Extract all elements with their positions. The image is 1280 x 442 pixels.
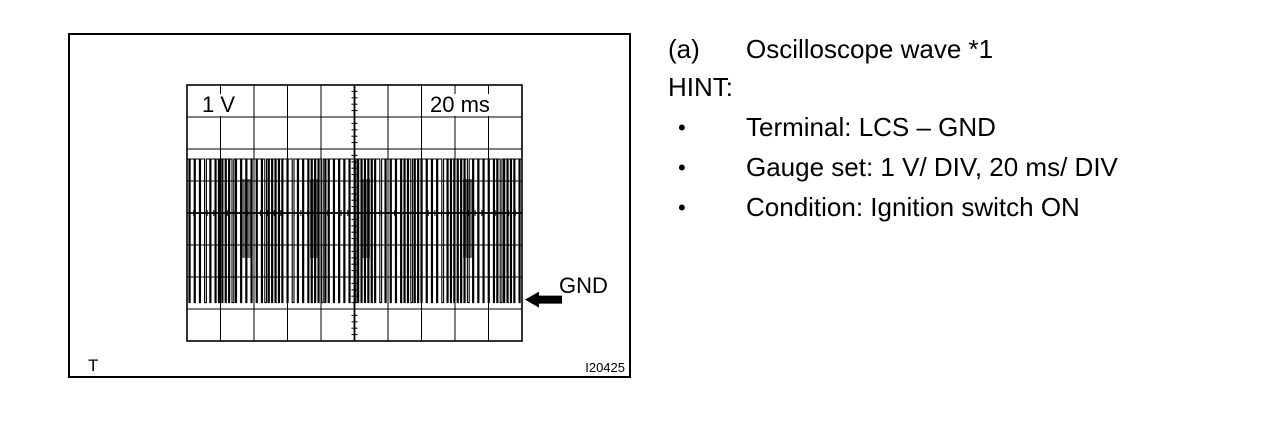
bullet-marker: • (678, 155, 686, 180)
waveform-burst (463, 179, 473, 258)
item-title: Oscilloscope wave *1 (746, 34, 994, 64)
bullet-condition: Condition: Ignition switch ON (746, 192, 1080, 222)
corner-label: T (88, 356, 99, 375)
gnd-label: GND (559, 273, 608, 298)
bullet-gauge-set: Gauge set: 1 V/ DIV, 20 ms/ DIV (746, 152, 1118, 182)
bullet-marker: • (678, 115, 686, 140)
waveform-trace (187, 158, 522, 304)
item-tag: (a) (668, 34, 700, 64)
waveform-burst (242, 179, 252, 258)
bullet-marker: • (678, 195, 686, 220)
bullet-terminal: Terminal: LCS – GND (746, 112, 996, 142)
figure-code: I20425 (585, 360, 625, 375)
waveform-burst (310, 179, 318, 258)
volts-per-div-label: 1 V (200, 92, 238, 117)
time-per-div-label: 20 ms (428, 92, 492, 117)
hint-label: HINT: (668, 72, 733, 102)
oscilloscope-diagram: 1 V 20 ms GND T I20425 (68, 33, 631, 378)
gnd-arrow-icon (525, 291, 562, 308)
waveform-burst (362, 179, 370, 258)
oscilloscope-screen (186, 84, 562, 342)
